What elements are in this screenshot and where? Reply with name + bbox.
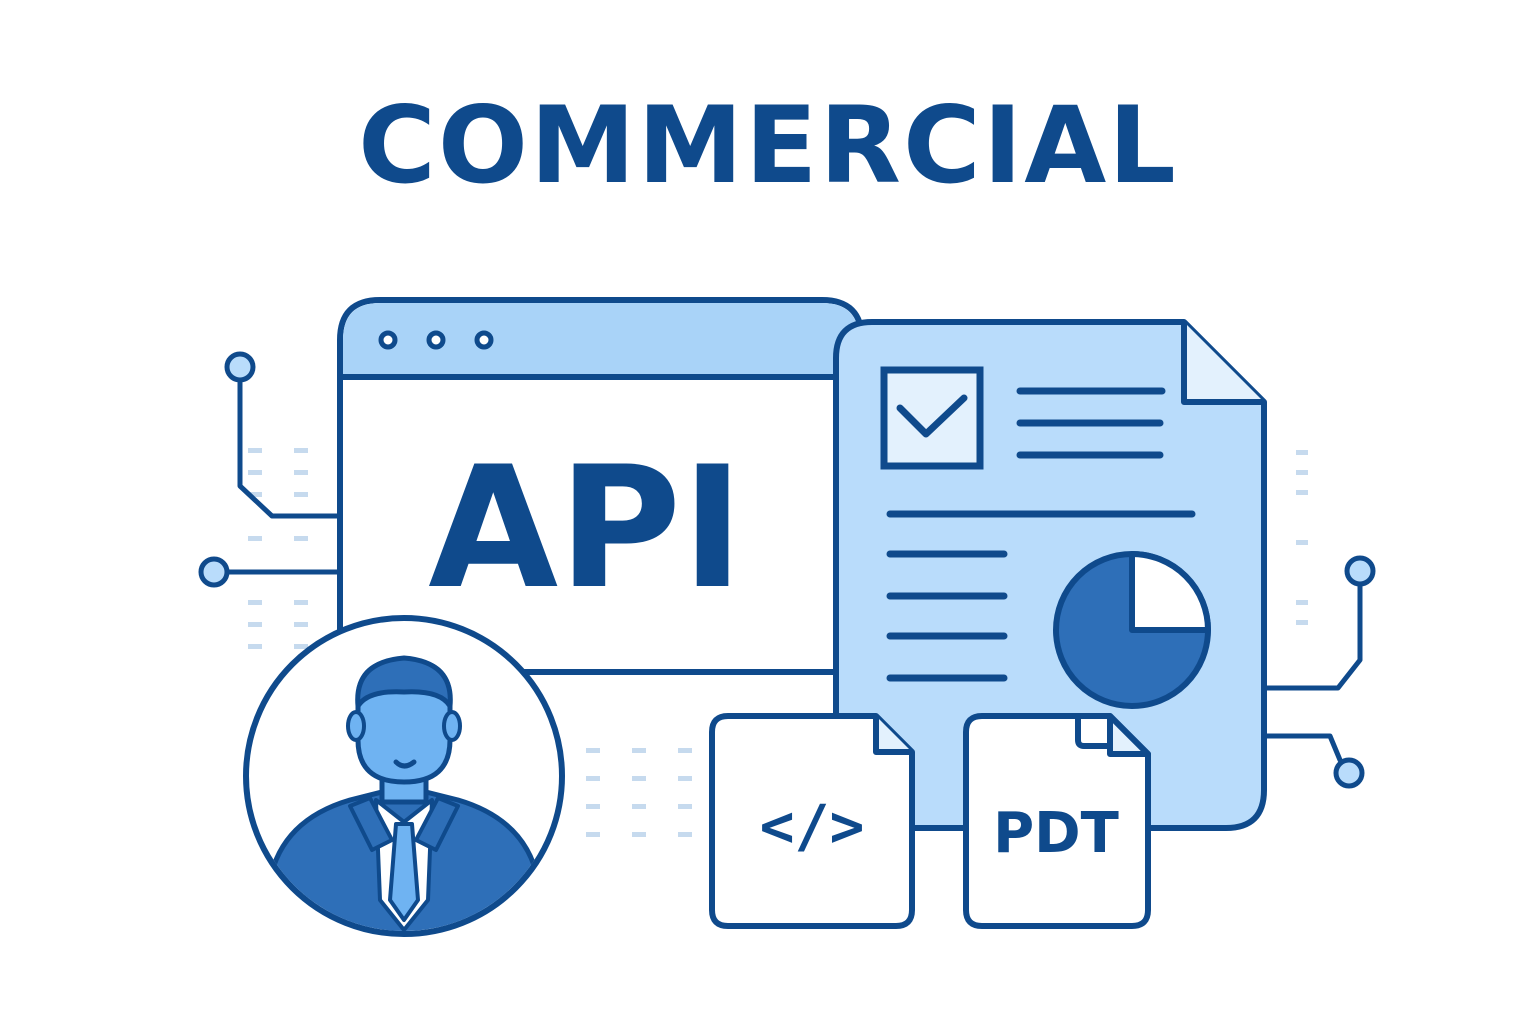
window-dot-icon	[474, 330, 494, 350]
document-fold	[1181, 322, 1264, 405]
window-titlebar	[343, 303, 859, 376]
pdf-file-label: PDT	[993, 801, 1119, 866]
left-circuit-nodes	[198, 351, 256, 588]
circuit-node-icon	[198, 556, 230, 588]
page-title: COMMERCIAL	[358, 84, 1178, 207]
circuit-node-icon	[224, 351, 256, 383]
document-text-lines	[886, 387, 1196, 682]
document-report-icon	[833, 319, 1267, 831]
api-label: API	[428, 430, 744, 626]
mouth	[393, 759, 417, 769]
window-dot-icon	[378, 330, 398, 350]
window-dot-icon	[426, 330, 446, 350]
background-dots	[248, 448, 1308, 837]
browser-window-icon: API	[337, 297, 865, 675]
circuit-node-icon	[1333, 757, 1365, 789]
right-circuit-nodes	[1333, 555, 1376, 789]
circuit-node-icon	[1344, 555, 1376, 587]
pdf-file-icon: PDT	[963, 713, 1151, 929]
code-file-label: </>	[760, 792, 865, 860]
pie-chart-icon	[1053, 551, 1211, 709]
code-file-icon: </>	[709, 713, 915, 929]
tie	[388, 822, 420, 922]
right-circuit-lines	[1261, 581, 1363, 763]
left-circuit-lines	[225, 377, 345, 575]
person-avatar-icon	[243, 615, 565, 937]
checkbox-icon	[880, 366, 984, 470]
hair	[355, 655, 453, 709]
